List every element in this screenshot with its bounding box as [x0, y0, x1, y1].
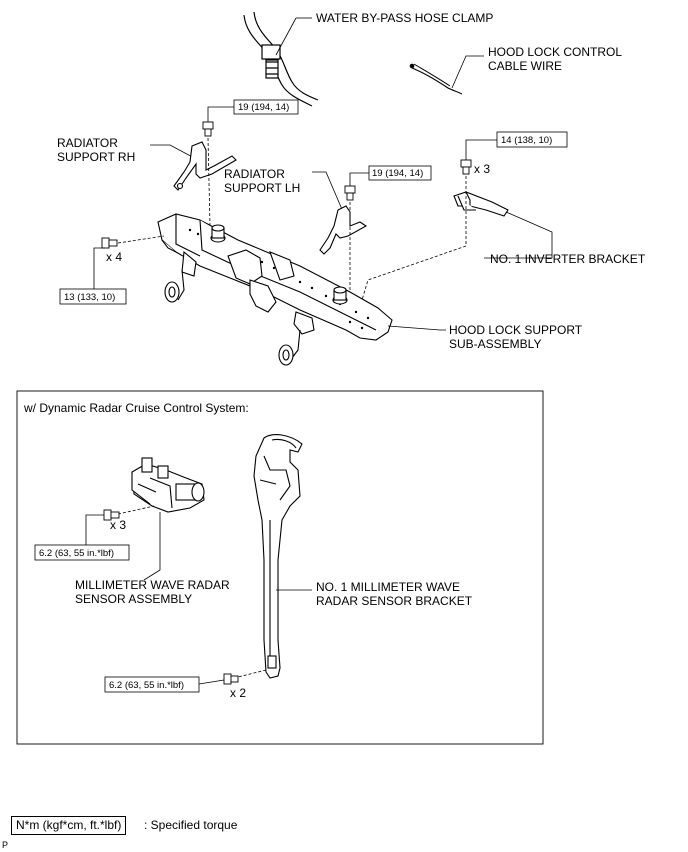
label-radiator-support-rh-1: RADIATOR	[57, 136, 118, 150]
torque-box-inverter	[496, 131, 568, 148]
corner-mark: P	[2, 840, 9, 850]
dashed-guide-side	[117, 235, 165, 244]
bolt-icon	[344, 185, 356, 201]
bolt-icon	[202, 121, 214, 137]
label-radar-bracket-1: NO. 1 MILLIMETER WAVE	[316, 580, 460, 594]
quantity-inverter: x 3	[474, 162, 490, 176]
label-radiator-support-rh-2: SUPPORT RH	[57, 150, 135, 164]
label-radiator-support-lh-1: RADIATOR	[224, 167, 285, 181]
leader-water-clamp	[275, 17, 297, 56]
bolt-icon	[223, 673, 239, 685]
torque-bracket-text: 6.2 (63, 55 in.*lbf)	[109, 680, 184, 691]
label-radar-sensor-1: MILLIMETER WAVE RADAR	[75, 578, 230, 592]
hood-lock-cable-drawing	[409, 63, 463, 95]
dashed-guide-rh	[207, 137, 211, 227]
inset-frame	[16, 390, 544, 745]
label-hood-lock-support-1: HOOD LOCK SUPPORT	[449, 323, 583, 337]
dashed-guide-inverter	[361, 176, 467, 301]
label-water-bypass-hose-clamp: WATER BY-PASS HOSE CLAMP	[316, 11, 493, 25]
leader-inverter-bracket	[484, 211, 553, 259]
quantity-radar: x 3	[110, 518, 126, 532]
label-hood-lock-cable-2: CABLE WIRE	[488, 59, 562, 73]
bolt-icon	[101, 237, 118, 249]
torque-radar-text: 6.2 (63, 55 in.*lbf)	[39, 548, 114, 559]
hood-lock-support-drawing	[157, 213, 393, 366]
water-bypass-hose-drawing	[243, 11, 319, 107]
leader-radiator-lh	[312, 171, 345, 215]
radar-bracket-drawing	[253, 434, 303, 679]
leader-torque-side	[93, 247, 105, 289]
torque-box-side	[59, 288, 127, 305]
radar-sensor-drawing	[131, 457, 205, 513]
leader-torque-bracket	[198, 679, 225, 685]
leader-hood-cable	[451, 55, 484, 89]
radiator-support-lh-drawing	[319, 205, 368, 255]
leader-torque-radar	[85, 514, 104, 545]
dashed-guide-radar	[117, 505, 155, 515]
quantity-bracket: x 2	[230, 686, 246, 700]
torque-lh-text: 19 (194, 14)	[372, 168, 423, 179]
quantity-side: x 4	[106, 250, 122, 264]
label-hood-lock-support-2: SUB-ASSEMBLY	[449, 337, 541, 351]
torque-side-text: 13 (133, 10)	[64, 292, 115, 303]
legend-torque-text: : Specified torque	[144, 818, 238, 832]
torque-rh-text: 19 (194, 14)	[238, 102, 289, 113]
leader-torque-inverter	[465, 139, 497, 160]
leader-radiator-rh	[150, 144, 199, 161]
leader-hood-lock-support	[387, 325, 446, 331]
label-radar-sensor-2: SENSOR ASSEMBLY	[75, 592, 192, 606]
leader-torque-lh	[349, 172, 369, 186]
legend-torque-box: N*m (kgf*cm, ft.*lbf)	[11, 816, 127, 835]
radiator-support-rh-drawing	[173, 141, 237, 191]
label-radiator-support-lh-2: SUPPORT LH	[224, 181, 300, 195]
torque-inverter-text: 14 (138, 10)	[501, 135, 552, 146]
label-inverter-bracket: NO. 1 INVERTER BRACKET	[490, 252, 646, 266]
bolt-icon	[460, 159, 472, 175]
dashed-guide-bracket	[233, 669, 267, 679]
leader-torque-rh	[207, 106, 234, 122]
label-radar-bracket-2: RADAR SENSOR BRACKET	[316, 594, 473, 608]
label-hood-lock-cable-1: HOOD LOCK CONTROL	[488, 45, 622, 59]
torque-box-radar	[34, 544, 130, 561]
inset-title: w/ Dynamic Radar Cruise Control System:	[23, 401, 249, 415]
torque-box-bracket	[104, 676, 200, 693]
leader-radar-sensor	[143, 512, 161, 581]
inverter-bracket-drawing	[453, 191, 509, 217]
